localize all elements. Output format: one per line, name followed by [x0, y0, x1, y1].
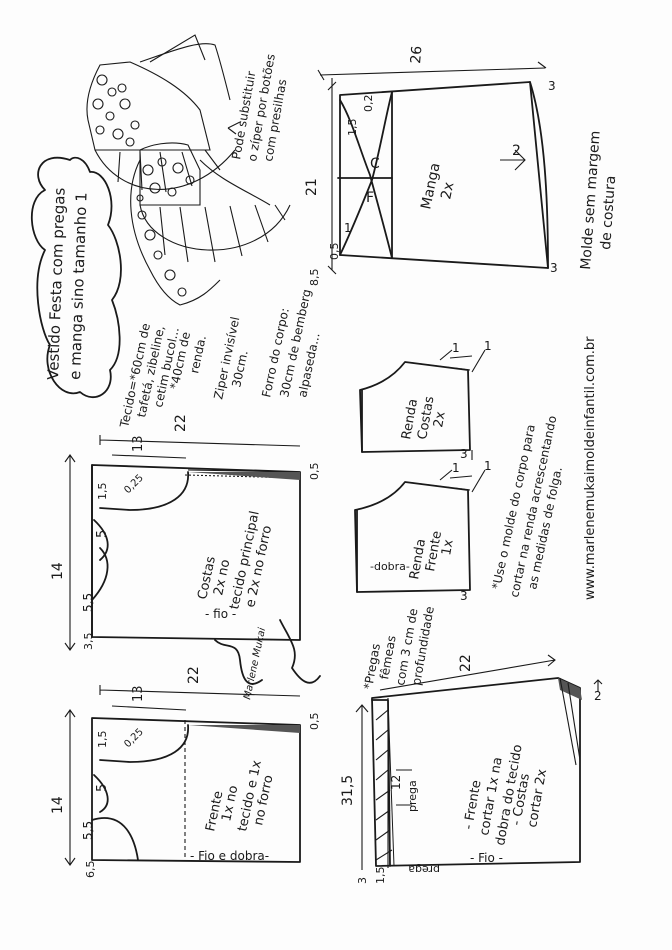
- sleeve-hem-right: 3: [550, 261, 558, 275]
- sleeve-note: Molde sem margem de costura: [578, 130, 619, 270]
- back-neck-drop: 1,5: [96, 483, 109, 501]
- lace-front-label-1: Renda: [407, 538, 429, 581]
- skirt-pleat-top: prega: [406, 780, 419, 812]
- lace-front-label-2: Frente: [423, 530, 445, 573]
- front-neck-drop: 1,5: [96, 731, 109, 749]
- back-width: 22: [173, 414, 189, 432]
- front-width: 22: [186, 666, 202, 684]
- sleeve-pattern: 26 21 1,5 0,2 C F 2 1 Manga 2x 8,5 0,5 3…: [304, 45, 558, 286]
- lace-front-side-mark: 1: [484, 459, 492, 473]
- skirt-pleat-height: 12: [389, 775, 403, 790]
- sleeve-bottom-left: 8,5: [308, 269, 321, 287]
- signature-text: Marlene Mukai: [242, 627, 268, 701]
- sleeve-cap-measure: 1,5: [346, 119, 359, 137]
- front-neck-width: 13: [131, 685, 146, 702]
- fabric-notes: Tecido=*60cm de tafetá, zibeline, cetim …: [117, 288, 323, 430]
- lace-front-bottom: 3: [460, 589, 468, 603]
- back-grain: - fio -: [205, 607, 236, 621]
- sleeve-mark-f: F: [366, 190, 374, 206]
- skirt-pattern: 22 31,5 12 prega prega - Fio - 2 1,5 3 -…: [340, 654, 603, 885]
- skirt-pleat-bottom: prega: [408, 863, 440, 876]
- sleeve-cap-right: 3: [548, 79, 556, 93]
- lace-back-side-mark: 1: [484, 339, 492, 353]
- sleeve-mark-1: 1: [344, 221, 352, 235]
- lace-back-top-mark: 1: [452, 341, 460, 355]
- lace-back-label-3: 2x: [431, 410, 449, 429]
- skirt-right: 2: [594, 689, 602, 703]
- sleeve-corner-measure: 0,2: [362, 95, 375, 113]
- lace-front-top-mark: 1: [452, 461, 460, 475]
- sleeve-mark-c: C: [370, 156, 380, 172]
- zipper-note: Pode substituir o zíper por botões com p…: [227, 53, 289, 163]
- lace-note: *Use o molde do corpo para cortar na ren…: [489, 414, 565, 598]
- sleeve-note-line-2: de costura: [598, 175, 619, 250]
- back-height: 14: [50, 562, 66, 580]
- back-side: 0,5: [308, 463, 321, 481]
- lace-back-bottom: 3: [460, 447, 468, 461]
- title-line-2: e manga sino tamanho 1: [66, 192, 91, 380]
- front-height: 14: [50, 796, 66, 814]
- sleeve-top-measure: 26: [408, 45, 425, 64]
- back-armhole: 5: [95, 530, 110, 538]
- skirt-width: 22: [458, 654, 474, 672]
- skirt-height: 31,5: [340, 775, 356, 806]
- skirt-left-bottom: 1,5: [374, 867, 387, 885]
- lace-texture-back: [92, 74, 140, 147]
- signature: Marlene Mukai: [214, 619, 321, 701]
- lace-back-label-1: Renda: [399, 398, 421, 441]
- back-bodice-pattern: 22 13 14 1,5 0,25 5 5,5 3,5 0,5 Costas 2…: [50, 414, 321, 651]
- pleat-hatch-left: [375, 709, 393, 861]
- back-bottom: 3,5: [82, 633, 95, 651]
- lace-texture-front: [136, 157, 195, 297]
- pleat-note: *Pregas fêmeas com 3 cm de profundidade: [361, 605, 437, 690]
- sleeve-mark-2: 2: [512, 143, 521, 159]
- front-shoulder: 0,25: [122, 727, 146, 751]
- front-bodice-pattern: 22 13 14 1,5 0,25 5 5,5 6,5 0,5 Frente 1…: [50, 666, 321, 878]
- lace-front-pattern: Renda Frente 1x -dobra- 1 1 3: [354, 459, 492, 603]
- website: www.marlenemukaimoldeinfantil.com.br: [583, 336, 598, 600]
- skirt-grain: - Fio -: [470, 851, 503, 865]
- front-armhole: 5: [95, 784, 110, 792]
- front-label-2: 1x no: [219, 784, 241, 823]
- sleeve-hem-left: 0,5: [328, 243, 341, 261]
- lace-front-fold: -dobra-: [370, 560, 410, 573]
- front-bottom: 6,5: [84, 861, 97, 879]
- lace-front-label-3: 1x: [439, 538, 457, 557]
- front-side: 0,5: [308, 713, 321, 731]
- back-neck-width: 13: [131, 435, 146, 452]
- back-lower: 5,5: [81, 593, 95, 612]
- front-lower: 5,5: [81, 821, 95, 840]
- back-shoulder: 0,25: [122, 473, 146, 497]
- sleeve-height-measure: 21: [304, 178, 320, 196]
- sleeve-label-2: 2x: [438, 181, 457, 201]
- title-cloud: Vestido Festa com pregas e manga sino ta…: [30, 156, 122, 398]
- dress-illustration: [86, 34, 291, 306]
- title-line-1: Vestido Festa com pregas: [44, 187, 69, 380]
- lace-back-pattern: Renda Costas 2x 1 1 3: [359, 339, 492, 461]
- back-label-2: 2x no: [211, 558, 233, 597]
- front-grain: - Fio e dobra-: [190, 849, 269, 863]
- skirt-bottom-left: 3: [356, 877, 369, 884]
